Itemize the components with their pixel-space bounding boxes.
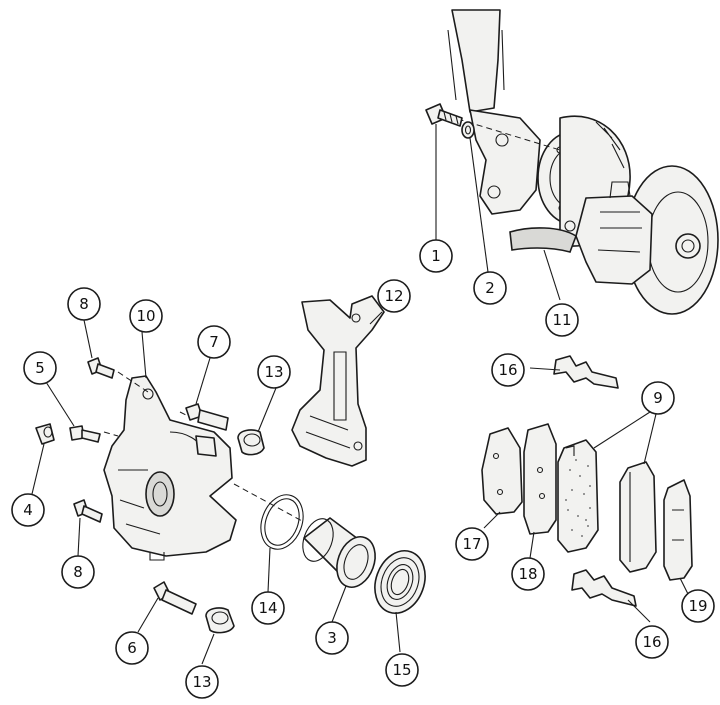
svg-text:15: 15 bbox=[392, 661, 411, 679]
caliper-piston bbox=[302, 517, 376, 588]
dust-boot bbox=[374, 550, 426, 614]
bleed-screw-cap bbox=[35, 423, 55, 445]
piston-seal bbox=[260, 494, 304, 550]
guide-pin-lower bbox=[153, 581, 197, 615]
svg-text:4: 4 bbox=[23, 501, 33, 519]
callout-15: 15 bbox=[385, 653, 419, 687]
callout-17: 17 bbox=[455, 527, 489, 561]
bleed-screw bbox=[69, 425, 101, 443]
svg-text:16: 16 bbox=[642, 633, 661, 651]
callout-9: 9 bbox=[641, 381, 675, 415]
caliper-bracket bbox=[291, 295, 385, 467]
callout-12: 12 bbox=[377, 279, 411, 313]
caliper-bolt-upper bbox=[87, 357, 115, 379]
guide-sleeve-lower bbox=[205, 607, 235, 634]
svg-text:3: 3 bbox=[327, 629, 337, 647]
mounting-bolt bbox=[425, 103, 463, 127]
brake-pad-inner bbox=[619, 461, 657, 573]
pad-shim-inner bbox=[523, 423, 557, 535]
callout-16-upper: 16 bbox=[491, 353, 525, 387]
svg-text:14: 14 bbox=[258, 599, 277, 617]
anti-rattle-spring-upper bbox=[553, 355, 619, 389]
callout-14: 14 bbox=[251, 591, 285, 625]
callout-13-upper: 13 bbox=[257, 355, 291, 389]
svg-text:1: 1 bbox=[431, 247, 441, 265]
callout-13-lower: 13 bbox=[185, 665, 219, 699]
svg-text:16: 16 bbox=[498, 361, 517, 379]
svg-text:9: 9 bbox=[653, 389, 663, 407]
svg-text:13: 13 bbox=[192, 673, 211, 691]
knuckle-disc-assembly bbox=[447, 9, 719, 315]
caliper-bolt-lower bbox=[73, 499, 103, 523]
callout-19: 19 bbox=[681, 589, 715, 623]
svg-text:19: 19 bbox=[688, 597, 707, 615]
callout-4: 4 bbox=[11, 493, 45, 527]
svg-text:10: 10 bbox=[136, 307, 155, 325]
svg-text:18: 18 bbox=[518, 565, 537, 583]
callout-1: 1 bbox=[419, 239, 453, 273]
callout-16-lower: 16 bbox=[635, 625, 669, 659]
pad-shim-outer bbox=[481, 427, 523, 515]
svg-text:8: 8 bbox=[73, 563, 83, 581]
callout-3: 3 bbox=[315, 621, 349, 655]
svg-text:11: 11 bbox=[552, 311, 571, 329]
callout-7: 7 bbox=[197, 325, 231, 359]
guide-pin-upper bbox=[185, 403, 229, 431]
svg-text:2: 2 bbox=[485, 279, 495, 297]
svg-text:17: 17 bbox=[462, 535, 481, 553]
callout-5: 5 bbox=[23, 351, 57, 385]
svg-text:13: 13 bbox=[264, 363, 283, 381]
svg-text:8: 8 bbox=[79, 295, 89, 313]
callout-10: 10 bbox=[129, 299, 163, 333]
anti-rattle-spring-lower bbox=[571, 569, 637, 607]
callout-2: 2 bbox=[473, 271, 507, 305]
leader-lines bbox=[31, 124, 689, 665]
callout-6: 6 bbox=[115, 631, 149, 665]
guide-sleeve-upper bbox=[237, 429, 265, 456]
svg-text:6: 6 bbox=[127, 639, 137, 657]
svg-text:12: 12 bbox=[384, 287, 403, 305]
callout-8-upper: 8 bbox=[67, 287, 101, 321]
svg-text:7: 7 bbox=[209, 333, 219, 351]
caliper-housing bbox=[103, 375, 237, 561]
brake-pad-outer bbox=[557, 439, 599, 553]
callout-18: 18 bbox=[511, 557, 545, 591]
svg-text:5: 5 bbox=[35, 359, 45, 377]
washer bbox=[461, 121, 475, 139]
pad-backing-plate bbox=[663, 479, 693, 581]
callout-11: 11 bbox=[545, 303, 579, 337]
callout-8-lower: 8 bbox=[61, 555, 95, 589]
